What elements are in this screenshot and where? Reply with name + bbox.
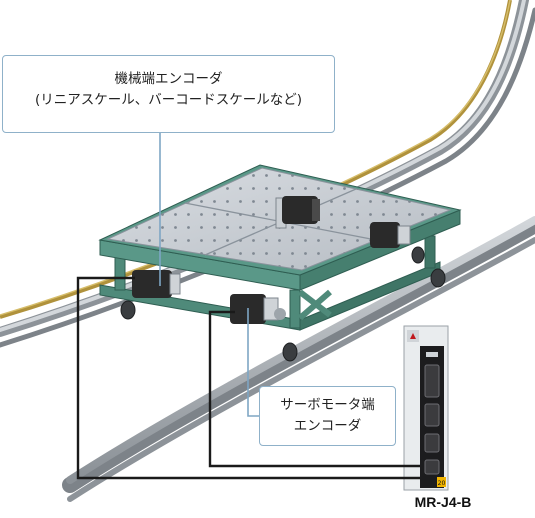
wheels xyxy=(120,246,446,362)
callout-machine-encoder-line2: (リニアスケール、バーコードスケールなど) xyxy=(34,92,303,108)
encoder-cables xyxy=(76,276,420,480)
callout-servo-encoder: サーボモータ端 エンコーダ xyxy=(259,386,396,446)
servo-amplifier xyxy=(403,325,449,491)
amplifier-model-label: MR-J4-B xyxy=(414,494,472,510)
callout-machine-encoder: 機械端エンコーダ (リニアスケール、バーコードスケールなど) xyxy=(2,55,335,133)
rail-front xyxy=(62,216,535,502)
callout-machine-encoder-line1: 機械端エンコーダ xyxy=(114,71,223,87)
callout-servo-encoder-line1: サーボモータ端 xyxy=(280,397,375,413)
callout-leaders xyxy=(159,133,259,417)
servo-motor-front xyxy=(230,294,286,324)
servo-motor-right xyxy=(370,222,411,248)
servo-motor-top xyxy=(275,196,320,229)
servo-motor-left xyxy=(132,270,181,298)
callout-servo-encoder-line2: エンコーダ xyxy=(293,418,362,434)
amplifier-front-mark: 20 xyxy=(438,480,446,487)
